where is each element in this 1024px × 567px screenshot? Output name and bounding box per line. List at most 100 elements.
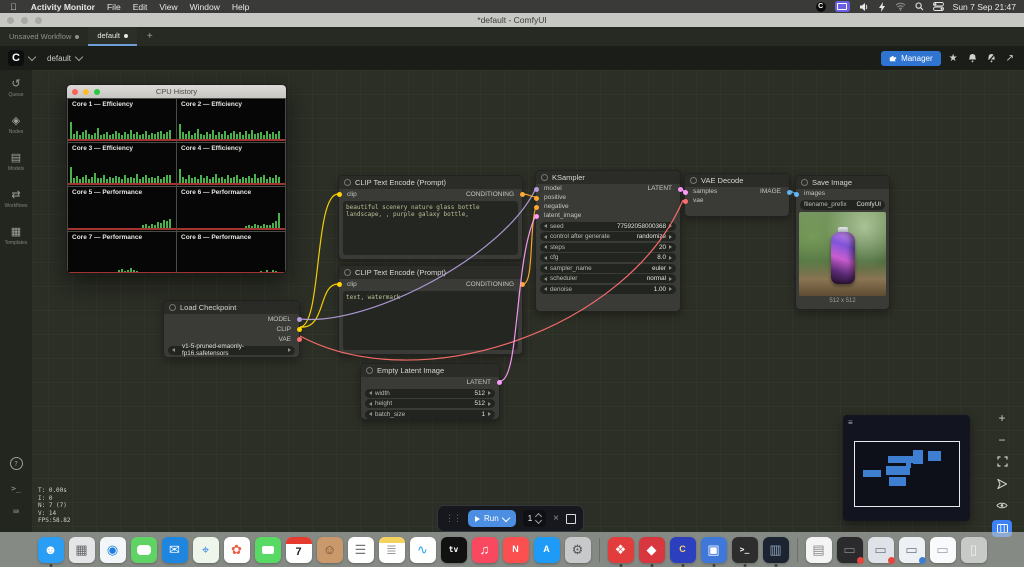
dock-terminal[interactable]: >_ <box>731 536 758 563</box>
increment-arrow[interactable] <box>488 391 491 395</box>
ksampler-widget[interactable]: sampler_name euler <box>540 263 676 273</box>
drag-handle-icon[interactable]: ⋮⋮ <box>445 513 462 523</box>
input-port-samples[interactable] <box>682 189 688 195</box>
select-pointer-button[interactable] <box>993 476 1011 491</box>
output-port-model[interactable] <box>296 316 302 322</box>
menu-item[interactable]: File <box>100 1 121 12</box>
batch-count-input[interactable]: 1 <box>522 510 547 527</box>
latent-size-widget[interactable]: height 512 <box>365 399 495 408</box>
tab-default[interactable]: default <box>88 27 137 46</box>
decrement-arrow[interactable] <box>544 234 547 239</box>
dock-settings[interactable]: ⚙ <box>564 536 591 563</box>
sidebar-item-workflows[interactable]: ⇄ Workflows <box>4 189 28 209</box>
minimap-viewport[interactable] <box>854 441 960 507</box>
dock-minimized-window-1[interactable]: ▭ <box>836 536 864 564</box>
manager-button[interactable]: Manager <box>881 50 941 66</box>
sidebar-item-templates[interactable]: ▦ Templates <box>4 226 28 246</box>
dock-facetime[interactable] <box>254 536 281 563</box>
dock-finder[interactable]: ☻ <box>37 536 64 563</box>
dock-maps[interactable]: ⌖ <box>192 536 219 563</box>
dock-photo-tool[interactable]: ◆ <box>638 536 665 563</box>
dock-launchpad[interactable]: ▦ <box>68 536 95 563</box>
wifi-icon[interactable] <box>895 1 906 12</box>
apple-menu-icon[interactable]:  <box>10 2 17 12</box>
minimap-options-icon[interactable]: ≡ <box>848 418 853 427</box>
sidebar-item-queue[interactable]: ↺ Queue <box>8 78 24 98</box>
node-load-checkpoint[interactable]: Load Checkpoint MODEL CLIP VAE v1-5-prun… <box>163 300 302 358</box>
collapse-dot[interactable] <box>690 177 697 184</box>
output-port-latent[interactable] <box>496 379 502 385</box>
prompt-textarea[interactable]: beautiful scenery nature glass bottle la… <box>343 201 518 255</box>
next-arrow[interactable] <box>288 348 291 352</box>
decrement-arrow[interactable] <box>544 255 547 260</box>
minimap-panel[interactable]: ≡ <box>843 415 970 521</box>
dock-reminders[interactable]: ☰ <box>347 536 374 563</box>
help-button[interactable]: ? <box>9 457 23 470</box>
collapse-dot[interactable] <box>344 269 351 276</box>
menu-item[interactable]: View <box>152 1 177 12</box>
decrement-arrow[interactable] <box>369 412 372 416</box>
increment-arrow[interactable] <box>669 276 672 281</box>
bell-muted-icon[interactable] <box>987 53 996 63</box>
decrement-arrow[interactable] <box>544 287 547 291</box>
output-port-image[interactable] <box>786 189 792 195</box>
dock-contacts[interactable]: ☺ <box>316 536 343 563</box>
menu-bar-clock[interactable]: Sun 7 Sep 21:47 <box>952 1 1016 12</box>
run-button[interactable]: Run <box>468 510 516 527</box>
dock-news[interactable]: N <box>502 536 529 563</box>
node-clip-text-encode-negative[interactable]: CLIP Text Encode (Prompt) clip CONDITION… <box>336 265 525 355</box>
dock-photos[interactable]: ✿ <box>223 536 250 563</box>
screen-mirroring-icon[interactable] <box>834 1 850 12</box>
output-port-vae[interactable] <box>296 336 302 342</box>
node-empty-latent-image[interactable]: Empty Latent Image LATENT width 512 heig… <box>360 363 502 420</box>
active-app-name[interactable]: Activity Monitor <box>24 1 95 12</box>
sidebar-item-nodes[interactable]: ◈ Nodes <box>8 115 24 135</box>
menu-item[interactable]: Help <box>225 1 249 12</box>
increment-arrow[interactable] <box>669 266 672 270</box>
dock-trash[interactable]: ▯ <box>960 536 987 563</box>
dock-blue-app[interactable]: ▣ <box>700 536 727 563</box>
zoom-in-button[interactable]: + <box>998 410 1006 425</box>
output-port-conditioning[interactable] <box>519 281 525 287</box>
decrement-arrow[interactable] <box>544 224 547 228</box>
input-port-clip[interactable] <box>336 281 342 287</box>
chevron-down-icon[interactable] <box>501 513 510 522</box>
dock-document[interactable]: ▤ <box>805 536 832 563</box>
collapse-dot[interactable] <box>344 179 351 186</box>
output-port-conditioning[interactable] <box>519 191 525 197</box>
workflow-dropdown[interactable]: default <box>47 52 84 63</box>
dock-music[interactable]: ♫ <box>471 536 498 563</box>
dock-minimized-window-3[interactable]: ▭ <box>898 536 926 564</box>
zoom-window-button[interactable] <box>35 16 42 24</box>
increment-arrow[interactable] <box>488 401 491 406</box>
count-stepper[interactable] <box>535 512 543 525</box>
increment-arrow[interactable] <box>669 224 672 228</box>
minimize-window-button[interactable] <box>83 88 89 95</box>
decrement-arrow[interactable] <box>369 391 372 395</box>
input-port-model[interactable] <box>533 186 539 192</box>
ksampler-widget[interactable]: cfg 8.0 <box>540 253 676 262</box>
collapse-dot[interactable] <box>541 174 548 181</box>
dock-minimized-window-4[interactable]: ▭ <box>929 536 956 563</box>
control-center-icon[interactable] <box>932 1 944 12</box>
latent-size-widget[interactable]: batch_size 1 <box>365 409 495 419</box>
latent-size-widget[interactable]: width 512 <box>365 388 495 398</box>
dock-appletv[interactable]: tv <box>440 536 467 563</box>
input-port-vae[interactable] <box>682 198 688 204</box>
ksampler-widget[interactable]: denoise 1.00 <box>540 284 676 294</box>
share-icon[interactable]: ↗ <box>1005 52 1014 64</box>
terminal-button[interactable]: >_ <box>11 484 21 493</box>
dock-preview-window[interactable]: ▥ <box>762 536 789 563</box>
filename-prefix-widget[interactable]: filename_prefix ComfyUI <box>800 199 885 210</box>
new-tab-button[interactable]: + <box>146 31 153 42</box>
tab-unsaved-workflow[interactable]: Unsaved Workflow <box>0 27 88 46</box>
search-icon[interactable] <box>915 1 924 12</box>
minimize-window-button[interactable] <box>21 16 28 24</box>
volume-icon[interactable] <box>859 1 869 12</box>
close-window-button[interactable] <box>72 88 78 95</box>
input-port-negative[interactable] <box>533 204 539 210</box>
cpu-window-title-bar[interactable]: CPU History <box>67 85 286 98</box>
comfyui-logo[interactable]: C <box>8 50 24 66</box>
increment-arrow[interactable] <box>488 412 491 416</box>
decrement-arrow[interactable] <box>544 245 547 249</box>
